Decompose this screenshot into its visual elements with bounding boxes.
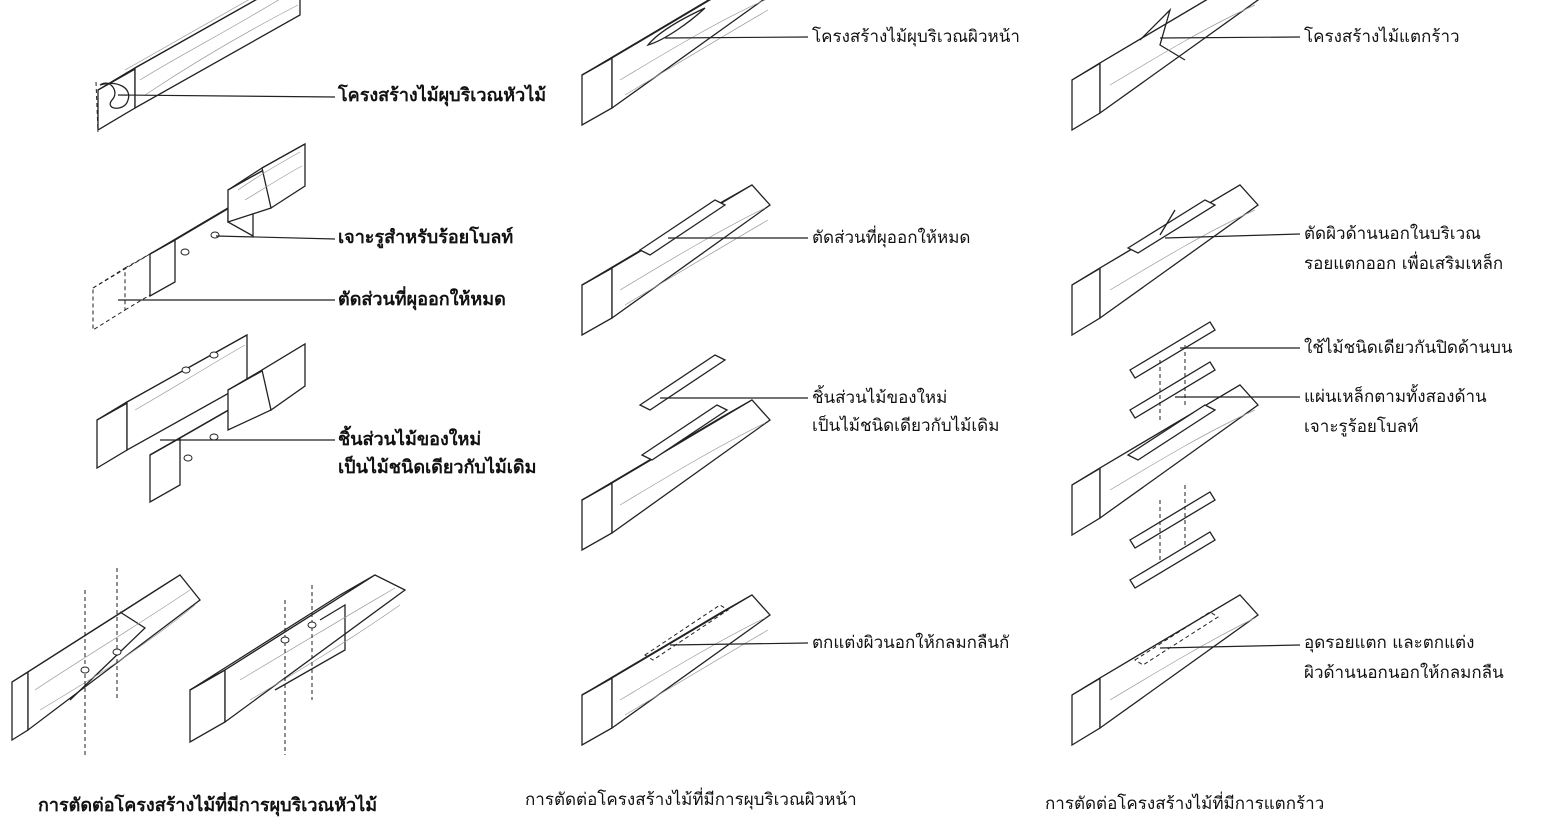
label-col3-top-cover: ใช้ไม้ชนิดเดียวกันปิดด้านบน (1304, 338, 1513, 358)
caption-col2: การตัดต่อโครงสร้างไม้ที่มีการผุบริเวณผิว… (525, 790, 857, 810)
col3-fig1-crack (1071, 0, 1259, 132)
label-col3-steel-plates-2: เจาะรูร้อยโบลท์ (1304, 417, 1419, 437)
label-col2-finish: ตกแต่งผิวนอกให้กลมกลืนกั (812, 633, 1010, 653)
col3-fig3-assembly (1071, 321, 1259, 589)
label-col2-cut-out: ตัดส่วนที่ผุออกให้หมด (812, 228, 971, 248)
label-col1-new-piece-1: ชิ้นส่วนไม้ของใหม่ (338, 429, 482, 450)
label-col3-crack: โครงสร้างไม้แตกร้าว (1304, 27, 1460, 47)
label-col1-rotted-end: โครงสร้างไม้ผุบริเวณหัวไม้ (338, 85, 547, 106)
label-col2-surface-rot: โครงสร้างไม้ผุบริเวณผิวหน้า (812, 27, 1020, 47)
caption-col1: การตัดต่อโครงสร้างไม้ที่มีการผุบริเวณหัว… (38, 795, 378, 816)
col1-fig4a-spliced-end (11, 568, 201, 755)
col3-fig2-cut-surface (1071, 184, 1259, 337)
label-col1-new-piece-2: เป็นไม้ชนิดเดียวกับไม้เดิม (338, 457, 537, 478)
col2-fig1-surface-rot (581, 0, 769, 127)
label-col2-new-piece-2: เป็นไม้ชนิดเดียวกับไม้เดิม (812, 416, 1000, 436)
label-col3-fill-crack-2: ผิวด้านนอกนอกให้กลมกลืน (1304, 663, 1504, 683)
label-col3-fill-crack-1: อุดรอยแตก และตกแต่ง (1304, 633, 1475, 653)
caption-col3: การตัดต่อโครงสร้างไม้ที่มีการแตกร้าว (1045, 794, 1325, 814)
label-col1-drill-holes: เจาะรูสำหรับร้อยโบลท์ (338, 227, 514, 248)
label-col1-cut-out: ตัดส่วนที่ผุออกให้หมด (338, 289, 506, 310)
label-col2-new-piece-1: ชิ้นส่วนไม้ของใหม่ (812, 388, 948, 408)
col1-fig4b-spliced-end (189, 574, 407, 755)
col1-fig3-new-pieces (96, 333, 306, 504)
label-col3-cut-surface-1: ตัดผิวด้านนอกในบริเวณ (1304, 224, 1481, 244)
col1-fig2-cut-out (92, 142, 306, 331)
col2-fig2-cut-out (581, 184, 771, 337)
col2-fig4-finished (581, 594, 771, 747)
col2-fig3-new-piece (581, 354, 771, 552)
label-col3-steel-plates-1: แผ่นเหล็กตามทั้งสองด้าน (1304, 387, 1487, 407)
col1-fig1-rotted-end (95, 0, 301, 133)
col3-fig4-finished (1071, 594, 1259, 747)
label-col3-cut-surface-2: รอยแตกออก เพื่อเสริมเหล็ก (1304, 254, 1504, 274)
